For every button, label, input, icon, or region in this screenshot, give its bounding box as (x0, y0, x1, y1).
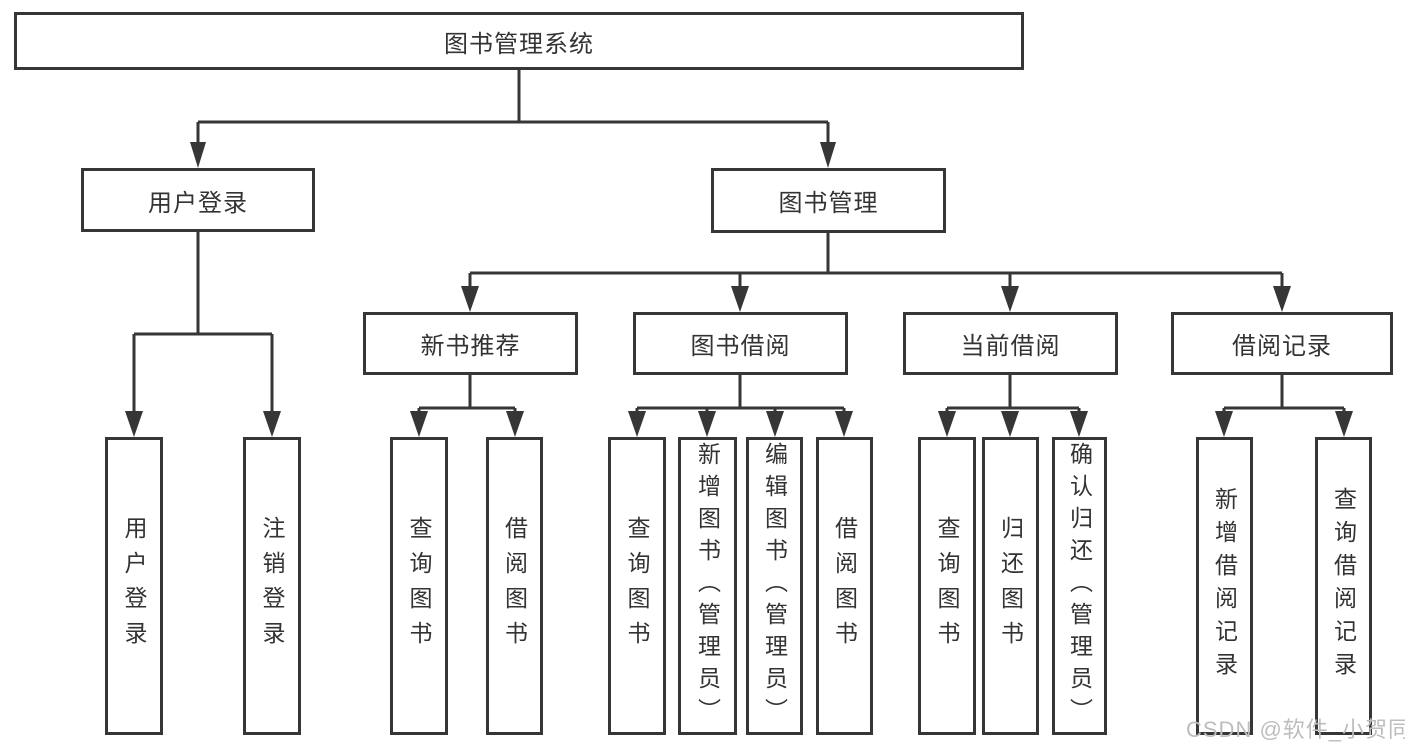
leaf-br-query-record: 查询借阅记录 (1315, 437, 1372, 735)
leaf-user-login: 用户登录 (105, 437, 163, 735)
node-book-borrow: 图书借阅 (633, 312, 848, 375)
leaf-logout: 注销登录 (243, 437, 301, 735)
node-new-book-recommend: 新书推荐 (363, 312, 578, 375)
leaf-nb-query-book: 查询图书 (390, 437, 448, 735)
node-borrow-record: 借阅记录 (1171, 312, 1393, 375)
leaf-bb-query-book: 查询图书 (608, 437, 666, 735)
leaf-cb-query-book: 查询图书 (918, 437, 976, 735)
node-user-login: 用户登录 (81, 168, 315, 232)
leaf-br-add-record: 新增借阅记录 (1196, 437, 1253, 735)
leaf-cb-confirm-return-admin: 确认归还（管理员） (1052, 437, 1107, 735)
node-root: 图书管理系统 (14, 12, 1024, 70)
leaf-bb-add-book-admin: 新增图书（管理员） (678, 437, 737, 735)
leaf-nb-borrow-book: 借阅图书 (486, 437, 543, 735)
watermark: CSDN @软件_小贺同学 (1186, 717, 1405, 742)
leaf-bb-edit-book-admin: 编辑图书（管理员） (746, 437, 803, 735)
leaf-cb-return-book: 归还图书 (982, 437, 1039, 735)
node-current-borrow: 当前借阅 (903, 312, 1118, 375)
node-book-management: 图书管理 (711, 168, 946, 233)
leaf-bb-borrow-book: 借阅图书 (816, 437, 873, 735)
